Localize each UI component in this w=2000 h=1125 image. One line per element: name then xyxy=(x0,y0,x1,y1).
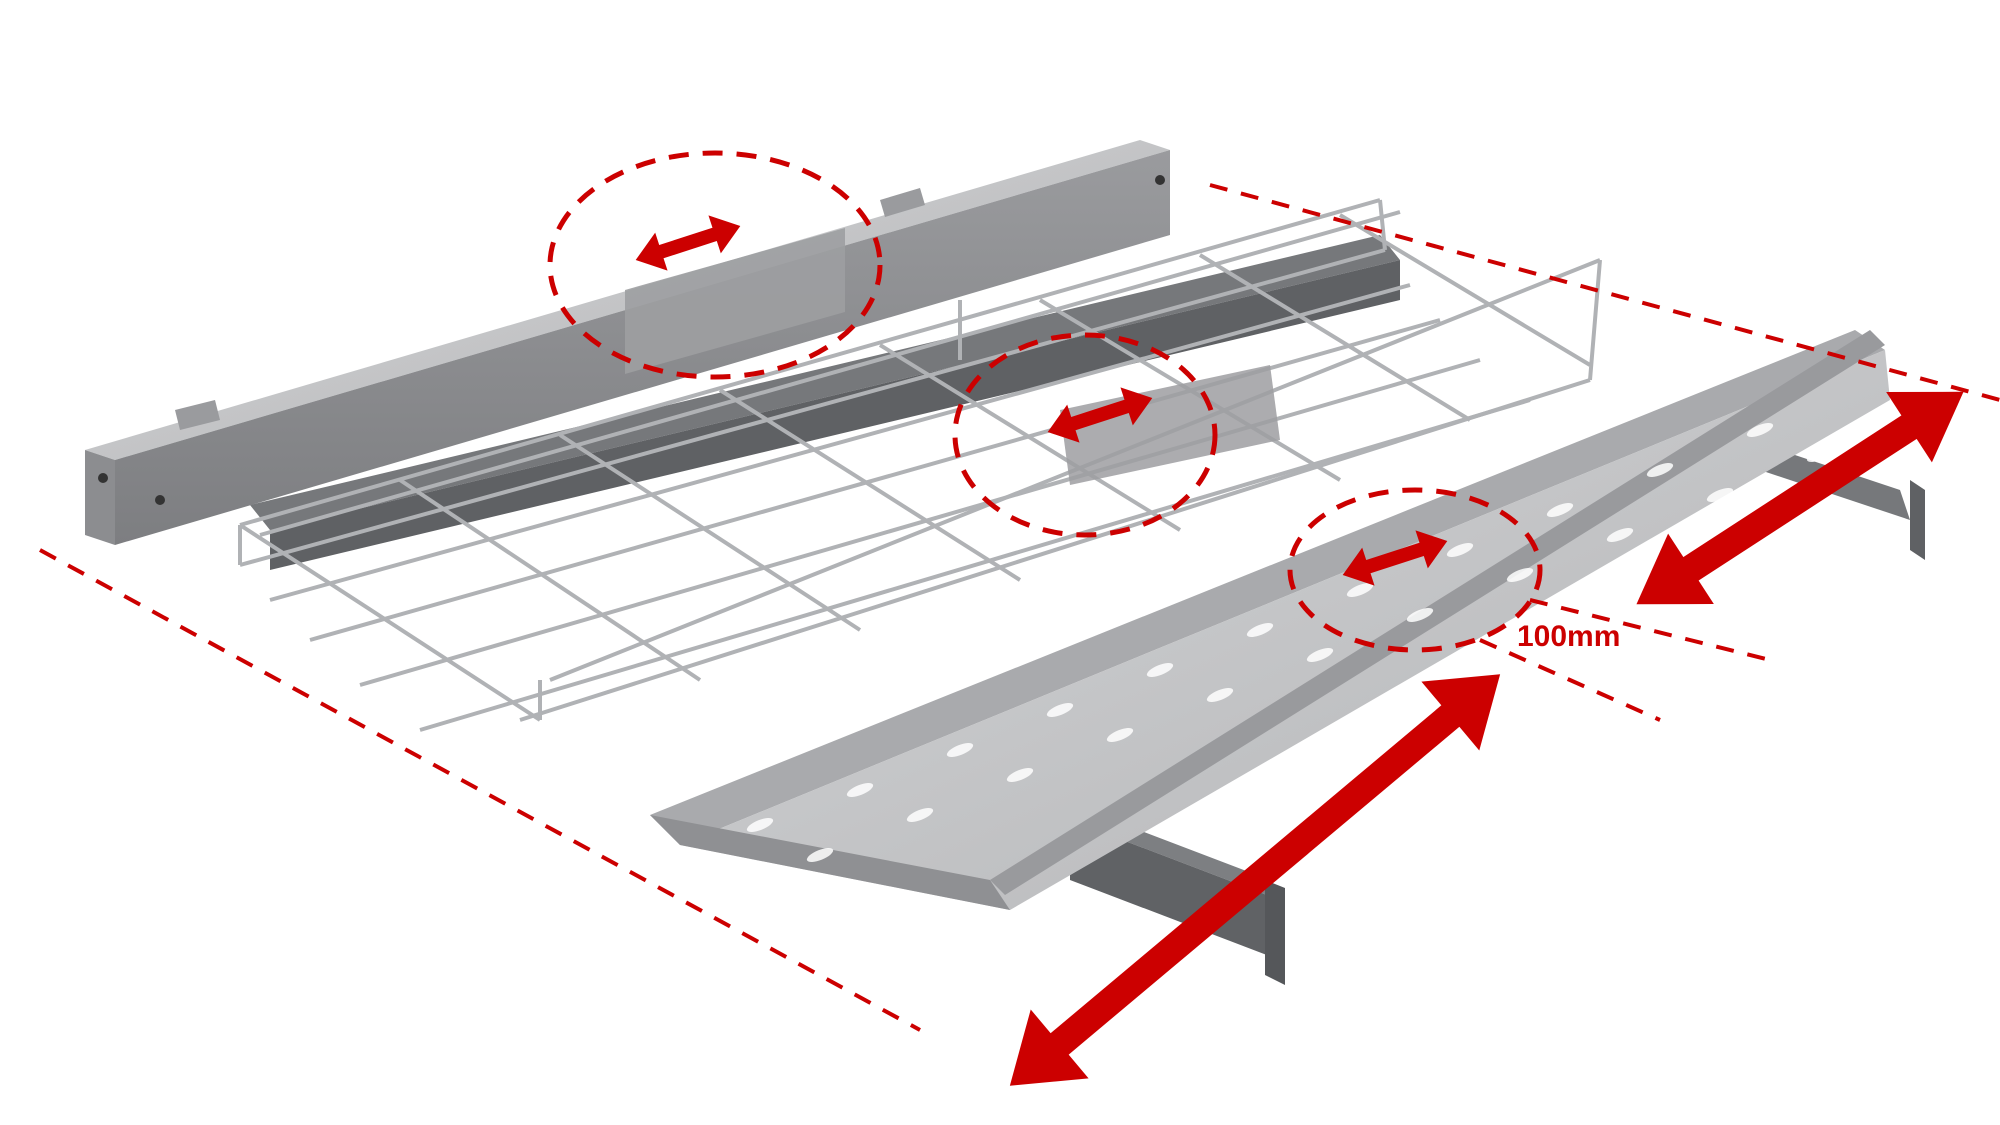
wire-mesh-cable-tray xyxy=(238,198,1602,732)
dimension-label: 100mm xyxy=(1517,620,1621,653)
highlight-circle-trunking xyxy=(547,150,883,380)
splice-highlights xyxy=(547,150,1543,653)
highlight-circle-perforated xyxy=(1287,487,1543,653)
guide-line-top xyxy=(1209,183,2000,402)
guide-line-dim-upper xyxy=(1529,598,1771,662)
mesh-splice-plate xyxy=(1060,365,1280,485)
large-double-arrows xyxy=(1009,391,1964,1086)
double-arrow-icon xyxy=(1342,530,1448,586)
length-arrow-icon xyxy=(1009,674,1501,1086)
perforated-cable-tray xyxy=(650,330,1890,910)
highlight-circle-mesh xyxy=(952,332,1218,538)
double-arrow-icon xyxy=(635,215,741,271)
double-arrow-icons xyxy=(635,215,1448,586)
guide-line-left xyxy=(39,548,921,1032)
square-tube-trunking xyxy=(85,140,1170,545)
guide-line-dim-lower xyxy=(1479,638,1661,722)
dimension-guides xyxy=(39,183,2000,1032)
width-arrow-icon xyxy=(1636,391,1964,605)
double-arrow-icon xyxy=(1047,387,1153,443)
tray-perforations xyxy=(746,423,1834,862)
